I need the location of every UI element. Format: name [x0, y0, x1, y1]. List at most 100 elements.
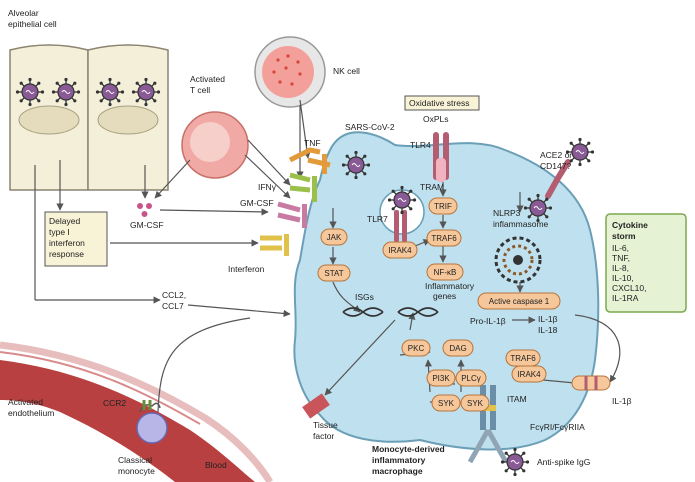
signaling-pills: JAK STAT TRIF TRAF6 IRAK4 NF-κB Active c… — [317, 197, 561, 412]
delayed-response-line-2: type I — [49, 227, 70, 237]
delayed-response-line-1: Delayed — [49, 216, 80, 226]
pill-traf6-lower: TRAF6 — [505, 349, 541, 367]
tlr7-label: TLR7 — [367, 214, 388, 224]
svg-text:DAG: DAG — [449, 344, 466, 353]
tnf-label: TNF — [304, 138, 321, 148]
t-cell: Activated T cell — [181, 74, 249, 179]
alveolar-label-2: epithelial cell — [8, 19, 57, 29]
pill-irak4: IRAK4 — [382, 241, 418, 259]
il1-receptor — [571, 375, 611, 391]
monocyte-label-2: monocyte — [118, 466, 155, 476]
oxpls-label: OxPLs — [423, 114, 449, 124]
il18-label: IL-18 — [538, 325, 558, 335]
il1b-label: IL-1β — [538, 314, 558, 324]
macrophage-label-3: macrophage — [372, 466, 423, 476]
ccr2-receptor — [142, 400, 152, 410]
fc-receptor-label: FcγRI/FcγRIIA — [530, 422, 585, 432]
cytokine-item: IL-1RA — [612, 293, 639, 303]
t-cell-label-1: Activated — [190, 74, 225, 84]
gmcsf-dots — [137, 203, 152, 217]
tlr4-receptor — [433, 132, 449, 182]
ifng-label: IFNγ — [258, 182, 277, 192]
endothelium-label-1: Activated — [8, 397, 43, 407]
gmcsf-receptor — [277, 201, 307, 228]
svg-text:STAT: STAT — [324, 269, 343, 278]
pill-jak: JAK — [320, 228, 348, 246]
ace2-label-2: CD147? — [540, 161, 571, 171]
svg-text:PLCγ: PLCγ — [461, 374, 481, 383]
nk-cell-label: NK cell — [333, 66, 360, 76]
cytokine-storm-title-2: storm — [612, 231, 636, 241]
sars-virus — [341, 150, 371, 180]
pill-irak4-lower: IRAK4 — [511, 365, 547, 383]
nlrp3-label-2: inflammasome — [493, 219, 549, 229]
internalized-virus — [523, 193, 553, 223]
isgs-label: ISGs — [355, 292, 374, 302]
oxidative-stress-box: Oxidative stress — [404, 95, 480, 111]
svg-text:TRAF6: TRAF6 — [431, 234, 457, 243]
pill-pkc: PKC — [401, 339, 431, 357]
pill-active-caspase: Active caspase 1 — [477, 292, 561, 310]
ccl-label-2: CCL7 — [162, 301, 184, 311]
tlr4-label: TLR4 — [410, 140, 431, 150]
gmcsf-receptor-label: GM-CSF — [240, 198, 274, 208]
pill-syk-right: SYK — [460, 394, 490, 412]
cytokine-item: CXCL10, — [612, 283, 647, 293]
nlrp3-inflammasome — [494, 236, 542, 284]
svg-text:SYK: SYK — [438, 399, 455, 408]
endothelium-label-2: endothelium — [8, 408, 54, 418]
monocyte-label-1: Classical — [118, 455, 152, 465]
blood-label: Blood — [205, 460, 227, 470]
interferon-receptor — [260, 234, 289, 256]
ace2-label-1: ACE2 or — [540, 150, 572, 160]
anti-spike-label: Anti-spike IgG — [537, 457, 590, 467]
pill-traf6: TRAF6 — [426, 229, 462, 247]
cytokine-item: TNF, — [612, 253, 630, 263]
cytokine-storm-box: Cytokine storm IL-6, TNF, IL-8, IL-10, C… — [605, 213, 687, 313]
tissue-factor-label-1: Tissue — [313, 420, 338, 430]
pill-syk-left: SYK — [431, 394, 461, 412]
svg-text:NF-κB: NF-κB — [434, 268, 457, 277]
il1b-out-label: IL-1β — [612, 396, 632, 406]
alveolar-epithelium: Alveolar epithelial cell — [8, 8, 169, 191]
blood-vessel — [0, 341, 274, 482]
svg-text:PKC: PKC — [408, 344, 425, 353]
pill-trif: TRIF — [428, 197, 458, 215]
svg-text:Active caspase 1: Active caspase 1 — [489, 297, 550, 306]
cytokine-item: IL-6, — [612, 243, 629, 253]
t-cell-label-2: T cell — [190, 85, 210, 95]
ifng-receptor — [289, 172, 317, 202]
svg-text:TRIF: TRIF — [434, 202, 452, 211]
svg-text:PI3K: PI3K — [432, 374, 450, 383]
pill-dag: DAG — [442, 339, 474, 357]
svg-text:TRAF6: TRAF6 — [510, 354, 536, 363]
macrophage-label-1: Monocyte-derived — [372, 444, 445, 454]
svg-text:IRAK4: IRAK4 — [517, 370, 541, 379]
ccr2-label: CCR2 — [103, 398, 126, 408]
delayed-response-line-4: response — [49, 249, 84, 259]
nk-cell: NK cell — [254, 36, 360, 108]
svg-text:SYK: SYK — [467, 399, 484, 408]
nlrp3-label-1: NLRP3 — [493, 208, 521, 218]
delayed-response-line-3: interferon — [49, 238, 85, 248]
ace2-receptor — [545, 159, 571, 199]
dna-helices — [342, 307, 439, 317]
alveolar-label-1: Alveolar — [8, 8, 39, 18]
gmcsf-dots-label: GM-CSF — [130, 220, 164, 230]
macrophage-label-2: inflammatory — [372, 455, 426, 465]
cytokine-storm-title-1: Cytokine — [612, 220, 648, 230]
pill-pi3k: PI3K — [426, 369, 456, 387]
labels: SARS-CoV-2 OxPLs TLR4 TRAM TLR7 TNF IFNγ… — [8, 114, 632, 476]
pill-stat: STAT — [317, 264, 351, 282]
delayed-response-box: Delayed type I interferon response — [44, 211, 108, 267]
svg-text:IRAK4: IRAK4 — [388, 246, 412, 255]
antibody-virus — [500, 447, 530, 477]
cytokine-item: IL-10, — [612, 273, 634, 283]
inflammatory-genes-label-1: Inflammatory — [425, 281, 475, 291]
pro-il1b-label: Pro-IL-1β — [470, 316, 506, 326]
sars-label: SARS-CoV-2 — [345, 122, 395, 132]
itam-label: ITAM — [507, 394, 527, 404]
tissue-factor-label-2: factor — [313, 431, 334, 441]
ccl-label-1: CCL2, — [162, 290, 186, 300]
